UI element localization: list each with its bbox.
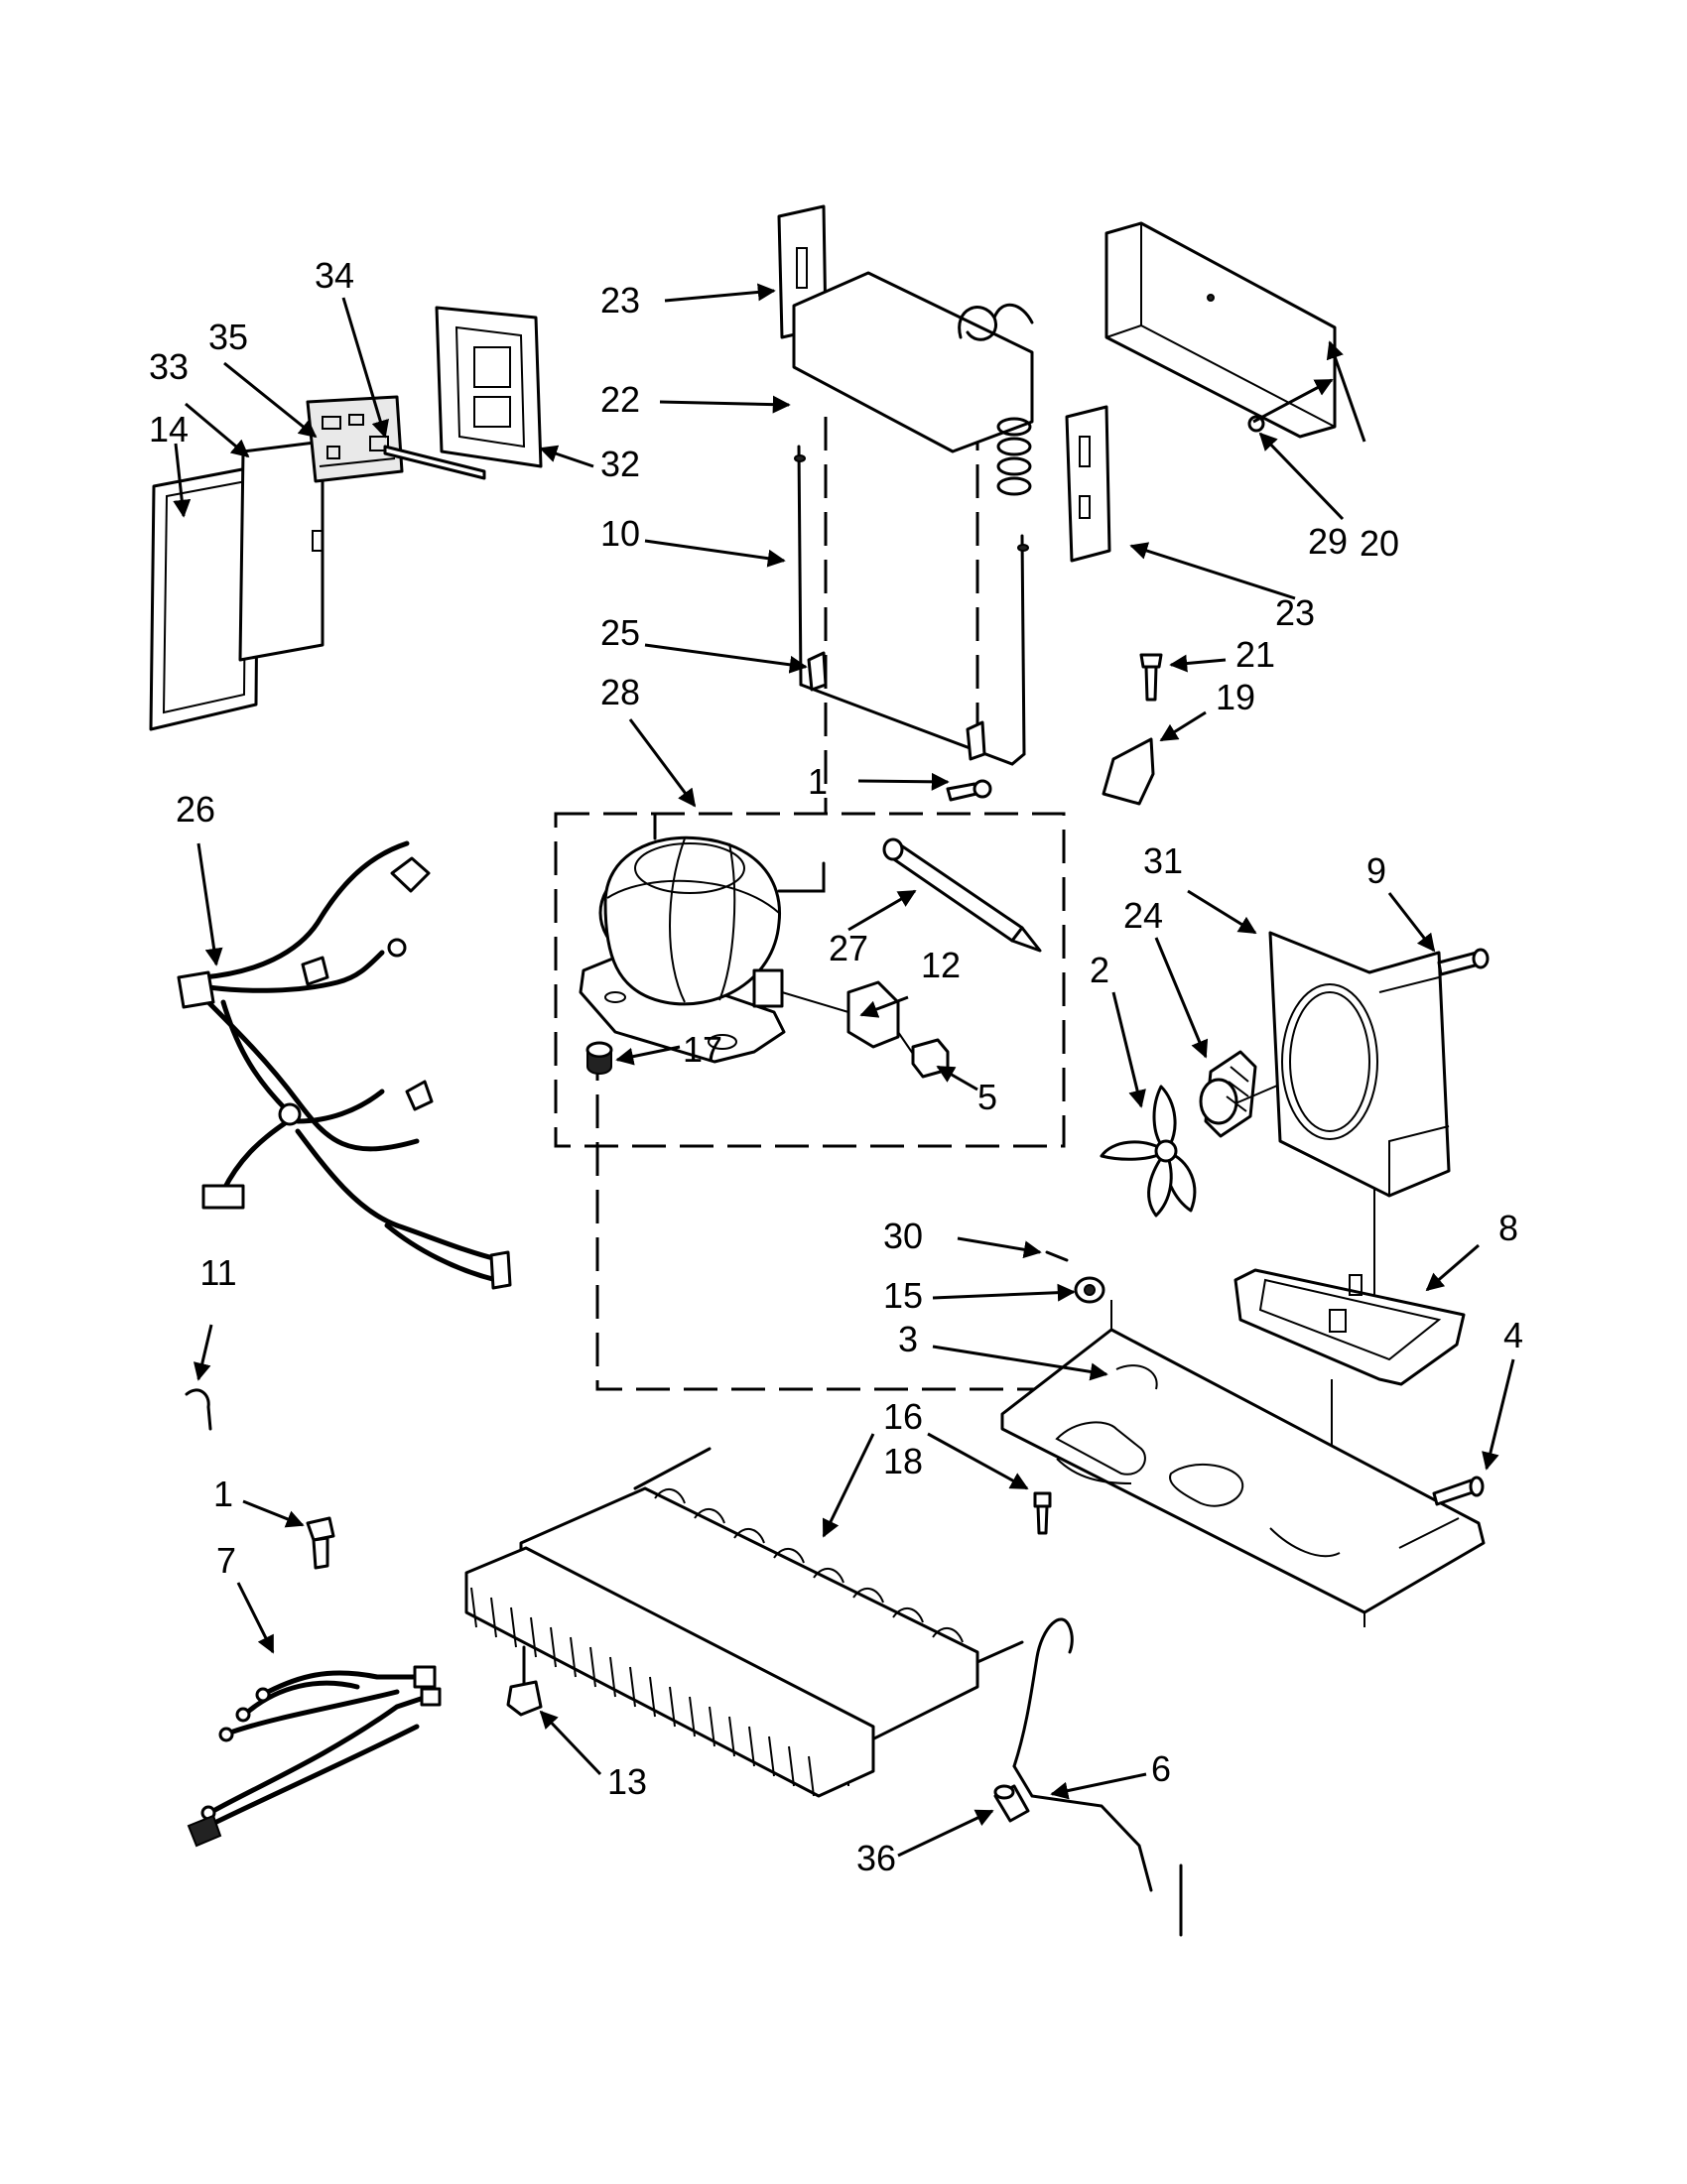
base-pan-3 bbox=[1000, 1300, 1486, 1627]
callout-3: 3 bbox=[898, 1319, 918, 1359]
callout-10: 10 bbox=[600, 513, 640, 554]
callout-15: 15 bbox=[883, 1275, 923, 1316]
evaporator-22 bbox=[792, 271, 1034, 496]
screw-1-top bbox=[946, 779, 992, 802]
screw-29 bbox=[1247, 415, 1265, 433]
control-board-strip-34 bbox=[383, 445, 486, 480]
callout-32: 32 bbox=[600, 444, 640, 484]
compressor bbox=[579, 812, 826, 1064]
screw-4 bbox=[1432, 1476, 1485, 1506]
callout-23-right: 23 bbox=[1275, 592, 1315, 633]
tube-6 bbox=[1012, 1617, 1183, 1937]
callout-11: 11 bbox=[199, 1252, 236, 1293]
callout-23-top: 23 bbox=[600, 280, 640, 321]
callout-21: 21 bbox=[1235, 634, 1275, 675]
callout-8: 8 bbox=[1498, 1208, 1518, 1248]
callout-34: 34 bbox=[315, 255, 354, 296]
grommet-15 bbox=[1074, 1276, 1105, 1304]
callout-31: 31 bbox=[1143, 840, 1183, 881]
evaporator-bracket-right-23 bbox=[1065, 405, 1111, 563]
callout-20: 20 bbox=[1360, 523, 1399, 564]
screw-1-bottom bbox=[306, 1516, 335, 1570]
callout-2: 2 bbox=[1090, 950, 1109, 990]
callout-35: 35 bbox=[208, 317, 248, 357]
screw-30 bbox=[1045, 1250, 1069, 1262]
air-duct-20 bbox=[1104, 221, 1337, 439]
control-board-cover-33 bbox=[238, 440, 324, 662]
callout-6: 6 bbox=[1151, 1748, 1171, 1789]
fan-motor-24 bbox=[1199, 1050, 1311, 1138]
callout-29: 29 bbox=[1308, 521, 1348, 562]
condenser-18 bbox=[464, 1447, 1024, 1798]
grommet-17 bbox=[585, 1041, 613, 1075]
callout-36: 36 bbox=[856, 1838, 896, 1878]
callout-13: 13 bbox=[607, 1761, 647, 1802]
control-board-housing-32 bbox=[435, 306, 543, 468]
clip-11 bbox=[185, 1388, 212, 1431]
callout-33: 33 bbox=[149, 346, 189, 387]
fan-blade-2 bbox=[1100, 1085, 1197, 1218]
callout-17: 17 bbox=[683, 1029, 722, 1070]
bracket-19 bbox=[1102, 737, 1155, 806]
fan-shroud-31 bbox=[1268, 931, 1451, 1198]
callout-18: 18 bbox=[883, 1441, 923, 1481]
heater-clip-25 bbox=[807, 651, 986, 761]
callout-16: 16 bbox=[883, 1396, 923, 1437]
control-board-cover-14 bbox=[149, 464, 260, 731]
callout-28: 28 bbox=[600, 672, 640, 712]
defrost-heater-10 bbox=[794, 445, 1029, 766]
callout-9: 9 bbox=[1366, 850, 1386, 891]
callout-22: 22 bbox=[600, 379, 640, 420]
callout-5: 5 bbox=[977, 1077, 997, 1117]
callout-24: 24 bbox=[1123, 895, 1163, 936]
callout-labels: 1 1 2 3 4 5 6 7 8 9 10 11 12 13 14 15 16… bbox=[149, 255, 1523, 1878]
callout-30: 30 bbox=[883, 1216, 923, 1256]
relay-cover-5 bbox=[897, 1031, 950, 1079]
wire-harness-7 bbox=[187, 1665, 442, 1848]
control-board-35 bbox=[306, 395, 404, 483]
screw-21 bbox=[1139, 653, 1163, 702]
start-relay-12 bbox=[781, 980, 900, 1049]
wire-harness-26 bbox=[177, 840, 512, 1290]
clip-13 bbox=[506, 1645, 543, 1717]
callout-27: 27 bbox=[829, 928, 868, 968]
callout-14: 14 bbox=[149, 409, 189, 450]
callout-1-top: 1 bbox=[808, 761, 828, 802]
screw-16 bbox=[1033, 1491, 1052, 1535]
callout-26: 26 bbox=[176, 789, 215, 830]
fan-bracket-8 bbox=[1233, 1268, 1466, 1386]
leader-arrows bbox=[173, 283, 1515, 1858]
callout-25: 25 bbox=[600, 612, 640, 653]
screw-9 bbox=[1437, 948, 1490, 976]
callout-4: 4 bbox=[1503, 1315, 1523, 1355]
drier-27 bbox=[882, 837, 1042, 953]
grommet-36 bbox=[993, 1784, 1030, 1823]
callout-1-bottom: 1 bbox=[213, 1474, 233, 1514]
callout-12: 12 bbox=[921, 945, 961, 985]
callout-19: 19 bbox=[1216, 677, 1255, 717]
callout-7: 7 bbox=[216, 1540, 236, 1581]
